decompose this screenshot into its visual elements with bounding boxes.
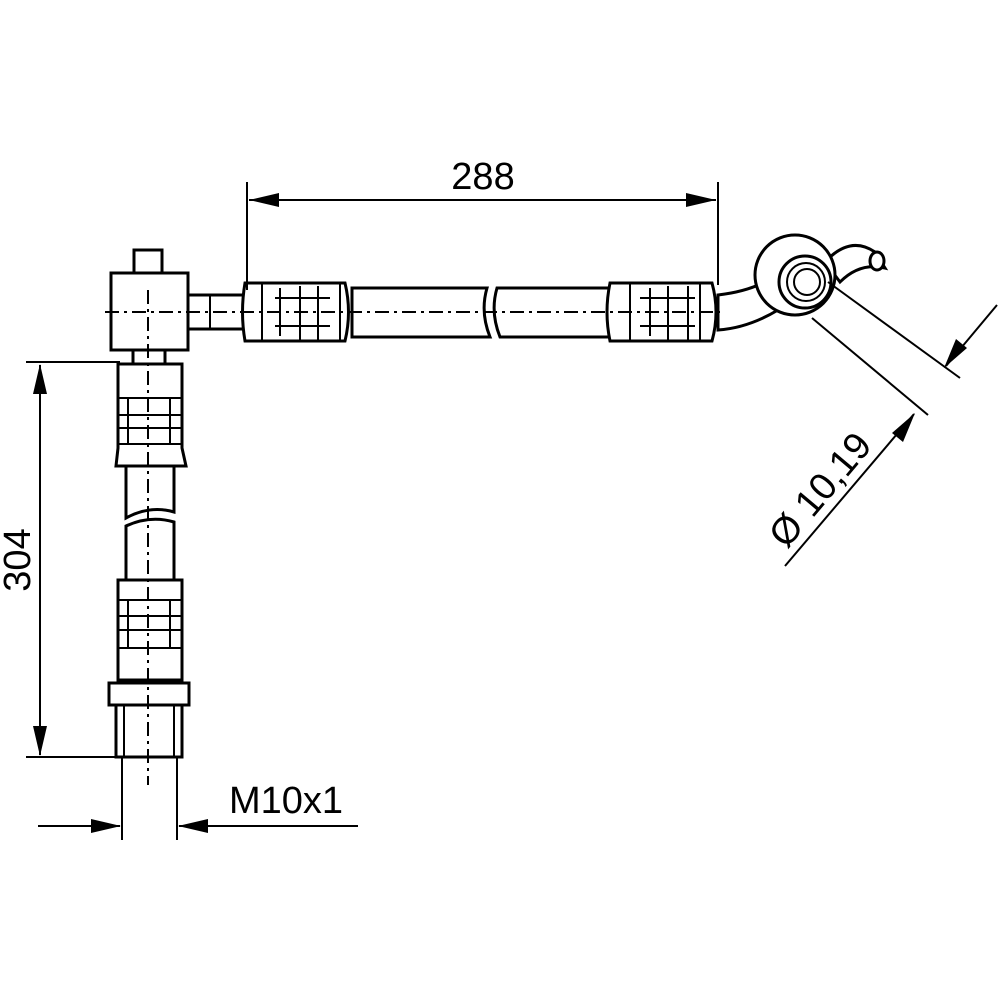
dimension-diameter: [784, 281, 998, 567]
dimension-304: [26, 361, 120, 758]
dimension-thread: [38, 757, 358, 840]
vertical-hose: [107, 290, 191, 785]
horizontal-hose: [105, 233, 889, 352]
dimension-288: [246, 182, 719, 290]
